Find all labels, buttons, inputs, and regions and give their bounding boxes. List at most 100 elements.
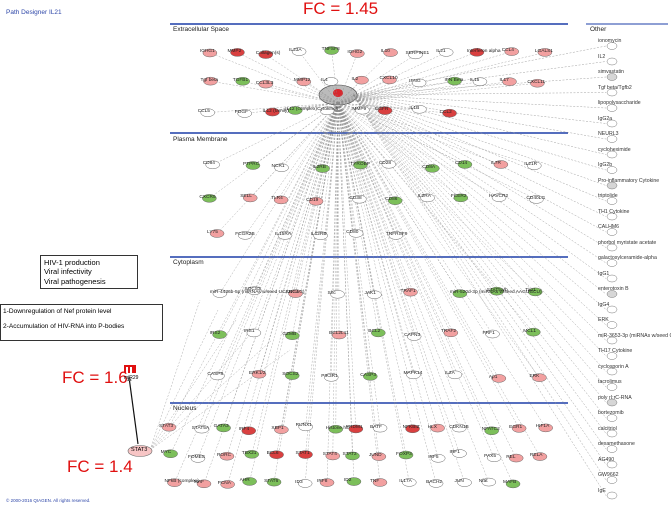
other-node[interactable]: [606, 197, 618, 205]
gene-node[interactable]: [200, 108, 215, 117]
gene-node[interactable]: [319, 478, 335, 487]
other-node[interactable]: [606, 119, 618, 128]
other-node[interactable]: [606, 305, 618, 314]
gene-node[interactable]: [381, 160, 397, 169]
gene-node[interactable]: [298, 450, 313, 459]
gene-node[interactable]: [411, 78, 427, 88]
other-item[interactable]: enterotoxin B: [598, 286, 629, 292]
gene-node[interactable]: [532, 373, 547, 382]
gene-node[interactable]: [274, 163, 289, 172]
gene-node[interactable]: [438, 48, 454, 57]
other-item[interactable]: triptolide: [598, 193, 618, 199]
gene-node[interactable]: [297, 479, 313, 488]
other-node[interactable]: [606, 42, 618, 50]
gene-node[interactable]: [491, 193, 507, 202]
gene-node[interactable]: [457, 160, 473, 169]
other-item[interactable]: AG490: [598, 456, 615, 463]
gene-node[interactable]: [508, 453, 524, 463]
gene-node[interactable]: [212, 289, 228, 298]
gene-node[interactable]: [430, 423, 445, 433]
gene-node[interactable]: [285, 331, 300, 340]
gene-node[interactable]: [537, 48, 553, 57]
gene-node[interactable]: [258, 79, 274, 89]
gene-node[interactable]: [287, 106, 303, 115]
gene-node[interactable]: [403, 287, 418, 297]
other-node[interactable]: [606, 321, 618, 329]
gene-node[interactable]: [196, 479, 212, 489]
gene-node[interactable]: [420, 193, 435, 203]
gene-node[interactable]: [203, 76, 218, 86]
gene-node[interactable]: [330, 289, 345, 299]
other-item[interactable]: Tgf beta/Tgfb2: [598, 84, 632, 91]
gene-node[interactable]: [313, 231, 328, 240]
other-item[interactable]: cyclosporin A: [598, 363, 629, 370]
gene-node[interactable]: [387, 196, 403, 205]
gene-node[interactable]: [383, 48, 398, 57]
gene-node[interactable]: [216, 423, 231, 433]
gene-node[interactable]: [235, 77, 250, 86]
gene-node[interactable]: [353, 160, 368, 170]
gene-node[interactable]: [469, 48, 485, 57]
gene-node[interactable]: [502, 77, 517, 86]
gene-node[interactable]: [161, 422, 177, 432]
gene-node[interactable]: [291, 47, 307, 56]
other-node[interactable]: [606, 336, 618, 345]
gene-node[interactable]: [406, 370, 421, 380]
gene-node[interactable]: [406, 332, 422, 341]
gene-node[interactable]: [219, 451, 235, 461]
gene-node[interactable]: [323, 77, 339, 86]
other-item[interactable]: CALHM6: [598, 224, 620, 230]
gene-node[interactable]: [269, 450, 284, 459]
gene-node[interactable]: [484, 426, 499, 436]
other-item[interactable]: IgE: [598, 487, 606, 494]
gene-node[interactable]: [190, 454, 206, 463]
gene-node[interactable]: [194, 424, 209, 434]
gene-node[interactable]: [288, 289, 303, 298]
gene-node[interactable]: [363, 372, 378, 381]
other-node[interactable]: [606, 181, 618, 190]
gene-node[interactable]: [284, 371, 300, 380]
other-item[interactable]: IgG2b: [598, 162, 613, 168]
gene-node[interactable]: [367, 290, 382, 299]
other-node[interactable]: [606, 212, 618, 221]
gene-node[interactable]: [315, 164, 330, 173]
gene-node[interactable]: [472, 77, 488, 86]
other-item[interactable]: IgG2a: [598, 115, 613, 122]
other-node[interactable]: [606, 491, 618, 500]
gene-node[interactable]: [167, 478, 182, 487]
gene-node[interactable]: [372, 423, 388, 433]
gene-node[interactable]: [324, 46, 339, 55]
other-item[interactable]: lipopolysaccharide: [598, 100, 641, 106]
other-node[interactable]: [606, 383, 618, 391]
gene-node[interactable]: [481, 477, 497, 487]
gene-node[interactable]: [230, 48, 245, 57]
gene-node[interactable]: [348, 424, 364, 434]
other-item[interactable]: GW9662: [598, 472, 619, 478]
gene-node[interactable]: [220, 480, 235, 489]
gene-node[interactable]: [530, 78, 545, 88]
gene-node[interactable]: [371, 452, 387, 461]
gene-node[interactable]: [245, 161, 261, 170]
gene-node[interactable]: [402, 478, 417, 487]
other-node[interactable]: [606, 73, 618, 81]
gene-node[interactable]: [241, 426, 257, 436]
gene-node[interactable]: [350, 49, 365, 58]
gene-node[interactable]: [489, 286, 505, 296]
other-item[interactable]: calcitriol: [598, 425, 617, 432]
gene-node[interactable]: [210, 371, 225, 381]
other-node[interactable]: [606, 57, 618, 66]
gene-node[interactable]: [296, 77, 312, 87]
gene-node[interactable]: [325, 451, 341, 461]
other-item[interactable]: Pro-inflammatory Cytokine: [598, 177, 660, 184]
other-item[interactable]: ERK: [598, 317, 609, 323]
gene-node[interactable]: [265, 107, 280, 117]
gene-node[interactable]: [345, 451, 360, 461]
gene-node[interactable]: [202, 194, 217, 203]
gene-node[interactable]: [246, 328, 262, 338]
gene-node[interactable]: [529, 195, 544, 204]
other-item[interactable]: TH1 Cytokine: [598, 208, 630, 215]
other-node[interactable]: [606, 135, 618, 143]
gene-node[interactable]: [388, 231, 404, 240]
gene-node[interactable]: [528, 287, 543, 297]
other-node[interactable]: [606, 429, 618, 438]
